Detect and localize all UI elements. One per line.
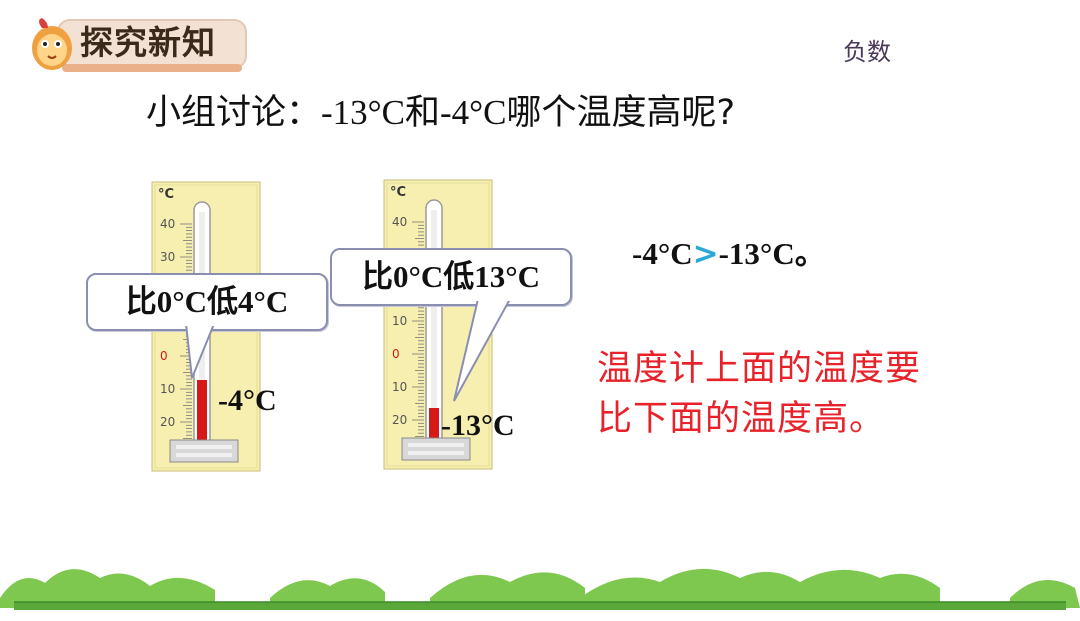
scale-tick-label: 20 — [392, 413, 407, 427]
thermometer-1-callout-pointer — [184, 322, 216, 379]
scale-tick-label: 30 — [160, 250, 175, 264]
comparison-operator: > — [692, 236, 719, 272]
thermometer-1-reading: -4°C — [218, 384, 277, 417]
comparison-right: -13°C。 — [718, 236, 826, 271]
conclusion-line-2: 比下面的温度高。 — [597, 399, 886, 439]
comparison-left: -4°C — [632, 236, 693, 271]
scale-tick-label: 40 — [160, 217, 175, 231]
question-temp-b: -4°C — [440, 93, 507, 132]
question-mid: 和 — [405, 93, 441, 133]
thermometer-2-callout-text: 比0°C低13°C — [361, 259, 541, 294]
thermometer-1-mercury — [197, 380, 207, 452]
thermometer-1-callout-text: 比0°C低4°C — [125, 284, 289, 319]
scale-tick-label: 20 — [160, 415, 175, 429]
scale-tick-label: 10 — [392, 380, 407, 394]
lesson-title: 负数 — [843, 38, 891, 66]
question-prefix: 小组讨论： — [146, 93, 322, 133]
scale-tick-label: 10 — [392, 314, 407, 328]
grass-decoration — [0, 568, 1080, 621]
thermometer-1-unit: °C — [158, 187, 174, 202]
thermometer-2-mercury — [429, 408, 439, 450]
header-badge — [32, 18, 247, 72]
conclusion-line-1: 温度计上面的温度要 — [597, 349, 922, 389]
thermometer-2-callout: 比0°C低13°C — [330, 248, 572, 306]
question-temp-a: -13°C — [321, 93, 406, 132]
scale-tick-label: 40 — [392, 215, 407, 229]
question-suffix: 哪个温度高呢? — [506, 93, 736, 133]
thermometer-2-unit: °C — [390, 185, 406, 200]
comparison: -4°C>-13°C。 — [632, 228, 826, 273]
scale-tick-label: 0 — [392, 347, 400, 361]
section-title: 探究新知 — [80, 23, 216, 62]
scale-tick-label: 0 — [160, 349, 168, 363]
scale-tick-label: 10 — [160, 382, 175, 396]
thermometer-2-reading: -13°C — [441, 409, 515, 442]
conclusion: 温度计上面的温度要 比下面的温度高。 — [597, 344, 1017, 444]
thermometer-2-callout-pointer — [453, 297, 512, 402]
mascot-icon — [32, 18, 72, 70]
discussion-question: 小组讨论：-13°C和-4°C哪个温度高呢? — [146, 84, 735, 135]
